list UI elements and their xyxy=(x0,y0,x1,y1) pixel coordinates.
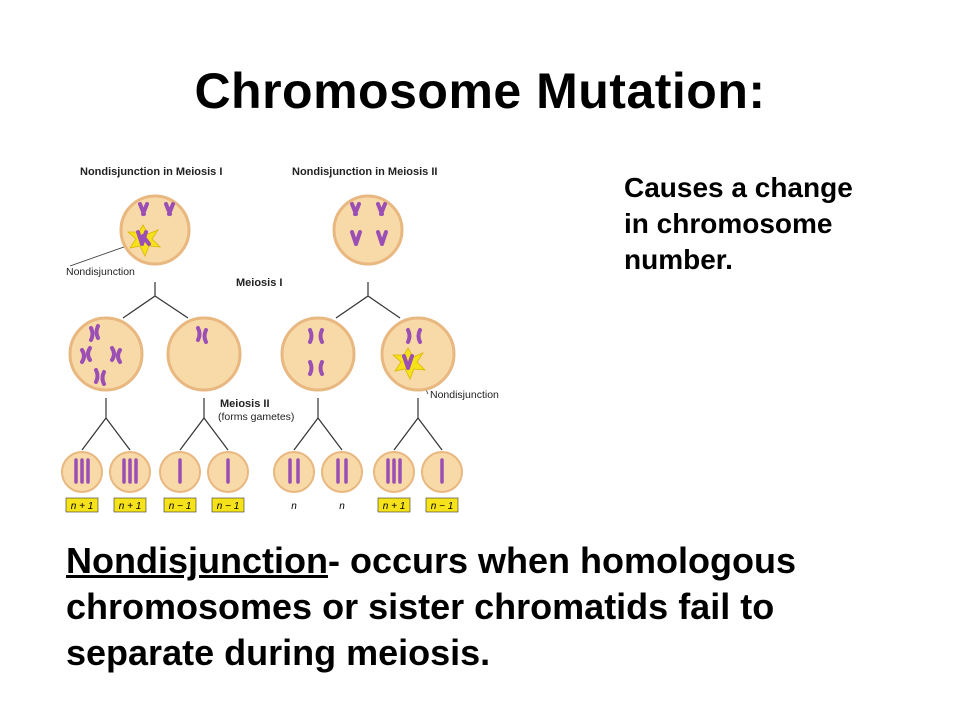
parent-cell-left xyxy=(119,194,191,266)
arrow-gametes-right-a xyxy=(293,398,343,451)
diagram-svg: Nondisjunction in Meiosis I Nondisjuncti… xyxy=(61,166,499,513)
gamete-label-box-7 xyxy=(377,497,411,513)
stage-label-meiosis-two: Meiosis II xyxy=(220,398,270,410)
chromosomes-daughter-left-a xyxy=(80,324,122,386)
gamete-1-chromosomes xyxy=(74,458,90,484)
definition-line-3: separate during meiosis. xyxy=(66,632,491,673)
daughter-cell-left-b xyxy=(166,316,242,392)
nondisjunction-diagram: Nondisjunction in Meiosis I Nondisjuncti… xyxy=(48,150,568,530)
side-note-line-2: in chromosome xyxy=(624,208,833,239)
gamete-label-3: n − 1 xyxy=(169,501,192,512)
definition-line-2: chromosomes or sister chromatids fail to xyxy=(66,586,775,627)
heading-meiosis-one: Nondisjunction in Meiosis I xyxy=(80,166,222,178)
gamete-label-1: n + 1 xyxy=(71,501,94,512)
chromosomes-daughter-left-b xyxy=(196,326,208,344)
arrow-gametes-right-b xyxy=(393,398,443,451)
gamete-6-chromosomes xyxy=(336,458,348,484)
arrow-split-left xyxy=(122,282,189,319)
right-tree xyxy=(280,194,456,451)
daughter-cell-left-a xyxy=(68,316,144,392)
definition-rest-line-1: - occurs when homologous xyxy=(327,540,796,581)
daughter-cell-right-b xyxy=(380,316,456,392)
heading-meiosis-two: Nondisjunction in Meiosis II xyxy=(292,166,437,178)
gamete-6 xyxy=(321,451,363,493)
gamete-label-box-3 xyxy=(163,497,197,513)
definition-line-1: Nondisjunction- occurs when homologous xyxy=(66,538,946,584)
gamete-label-2: n + 1 xyxy=(119,501,142,512)
gamete-labels: n + 1 n + 1 n − 1 n − 1 n n n + 1 n − 1 xyxy=(65,497,459,513)
gamete-label-box-4 xyxy=(211,497,245,513)
gametes-row xyxy=(61,451,463,493)
definition-term: Nondisjunction xyxy=(66,540,328,581)
chromosomes-daughter-right-a xyxy=(308,328,324,376)
gamete-label-box-1 xyxy=(65,497,99,513)
slide-title: Chromosome Mutation: xyxy=(194,63,766,119)
gamete-label-box-2 xyxy=(113,497,147,513)
gamete-7-chromosomes xyxy=(386,458,402,484)
chromosomes-parent-left xyxy=(138,202,175,216)
gamete-5 xyxy=(273,451,315,493)
chromosomes-nondisjoined-left xyxy=(136,230,151,246)
gamete-2-chromosomes xyxy=(122,458,138,484)
gamete-label-4: n − 1 xyxy=(217,501,240,512)
stage-sublabel-forms-gametes: (forms gametes) xyxy=(218,411,294,423)
arrow-gametes-left-a xyxy=(81,398,131,451)
callout-nondisjunction-right: Nondisjunction xyxy=(430,389,499,401)
gamete-label-7: n + 1 xyxy=(383,501,406,512)
stage-label-meiosis-one: Meiosis I xyxy=(236,277,282,289)
chromosomes-parent-right xyxy=(350,202,388,246)
arrow-split-right xyxy=(335,282,401,319)
gamete-label-6: n xyxy=(339,501,345,512)
gamete-5-chromosomes xyxy=(288,458,300,484)
parent-cell-right xyxy=(332,194,404,266)
side-note: Causes a change in chromosome number. xyxy=(624,170,944,278)
daughter-cell-right-a xyxy=(280,316,356,392)
gamete-label-box-8 xyxy=(425,497,459,513)
gamete-label-8: n − 1 xyxy=(431,501,454,512)
chromosomes-daughter-right-b xyxy=(402,328,422,370)
arrow-gametes-left-b xyxy=(179,398,229,451)
definition-text: Nondisjunction- occurs when homologous c… xyxy=(66,538,946,676)
left-tree xyxy=(68,194,242,451)
callout-nondisjunction-left: Nondisjunction xyxy=(66,266,135,278)
side-note-line-3: number. xyxy=(624,244,733,275)
side-note-line-1: Causes a change xyxy=(624,172,853,203)
gamete-label-5: n xyxy=(291,501,297,512)
